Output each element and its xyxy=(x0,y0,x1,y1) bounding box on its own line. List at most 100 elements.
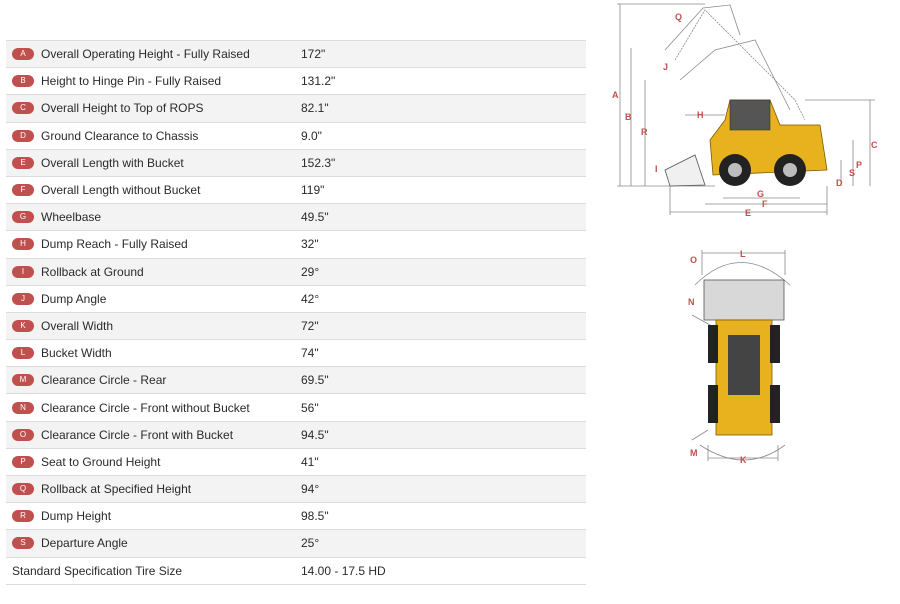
spec-label-cell: Standard Specification Tire Size xyxy=(6,564,301,578)
spec-letter-badge: K xyxy=(12,319,34,332)
skid-steer-side-icon xyxy=(664,99,828,187)
spec-letter-badge: H xyxy=(12,238,34,251)
skid-steer-top-icon xyxy=(703,279,785,436)
diagram-letter-d: D xyxy=(836,178,843,188)
spec-label: Clearance Circle - Front with Bucket xyxy=(41,427,234,442)
spec-label: Seat to Ground Height xyxy=(41,454,161,469)
spec-label-cell: M Clearance Circle - Rear xyxy=(6,373,301,387)
diagram-letter-k: K xyxy=(740,455,747,465)
spec-value: 25° xyxy=(301,536,320,551)
diagram-letter-r: R xyxy=(641,127,648,137)
spec-value: 74" xyxy=(301,346,319,361)
spec-label: Bucket Width xyxy=(41,346,112,361)
spec-row: C Overall Height to Top of ROPS 82.1" xyxy=(6,95,586,123)
diagram-letter-s: S xyxy=(849,168,855,178)
spec-label: Rollback at Ground xyxy=(41,264,144,279)
diagram-letter-e: E xyxy=(745,208,751,218)
spec-letter-badge: C xyxy=(12,102,34,115)
spec-letter-badge: D xyxy=(12,129,34,142)
spec-label-cell: R Dump Height xyxy=(6,509,301,523)
spec-label-cell: P Seat to Ground Height xyxy=(6,455,301,469)
spec-label: Overall Length without Bucket xyxy=(41,183,201,198)
spec-value: 82.1" xyxy=(301,101,329,116)
diagram-letter-o: O xyxy=(690,255,697,265)
spec-label: Dump Angle xyxy=(41,291,107,306)
spec-label: Clearance Circle - Rear xyxy=(41,373,167,388)
spec-label-cell: B Height to Hinge Pin - Fully Raised xyxy=(6,74,301,88)
spec-label-cell: D Ground Clearance to Chassis xyxy=(6,129,301,143)
spec-label: Standard Specification Tire Size xyxy=(12,563,183,578)
spec-label: Ground Clearance to Chassis xyxy=(41,128,199,143)
spec-value: 56" xyxy=(301,400,319,415)
spec-letter-badge: N xyxy=(12,401,34,414)
spec-label: Overall Width xyxy=(41,318,114,333)
spec-letter-badge: Q xyxy=(12,483,34,496)
spec-label: Departure Angle xyxy=(41,536,128,551)
diagram-letter-b: B xyxy=(625,112,632,122)
spec-letter-badge: E xyxy=(12,156,34,169)
spec-label-cell: H Dump Reach - Fully Raised xyxy=(6,237,301,251)
diagram-letter-c: C xyxy=(871,140,878,150)
spec-label: Rollback at Specified Height xyxy=(41,482,192,497)
spec-label-cell: J Dump Angle xyxy=(6,292,301,306)
spec-value: 94.5" xyxy=(301,427,329,442)
spec-row: S Departure Angle 25° xyxy=(6,530,586,558)
spec-letter-badge: G xyxy=(12,211,34,224)
spec-label: Dump Reach - Fully Raised xyxy=(41,237,188,252)
spec-row: B Height to Hinge Pin - Fully Raised 131.2… xyxy=(6,68,586,96)
spec-label-cell: K Overall Width xyxy=(6,319,301,333)
spec-row: O Clearance Circle - Front with Bucket 94.… xyxy=(6,421,586,449)
spec-letter-badge: L xyxy=(12,347,34,360)
spec-row: J Dump Angle 42° xyxy=(6,285,586,313)
spec-value: 29° xyxy=(301,264,320,279)
spec-value: 49.5" xyxy=(301,210,329,225)
spec-value: 131.2" xyxy=(301,74,336,89)
spec-letter-badge: R xyxy=(12,510,34,523)
spec-letter-badge: J xyxy=(12,292,34,305)
diagram-letter-l: L xyxy=(740,249,746,259)
spec-letter-badge: F xyxy=(12,184,34,197)
diagram-letter-a: A xyxy=(612,90,619,100)
spec-letter-badge: O xyxy=(12,428,34,441)
spec-row: N Clearance Circle - Front without Bucket… xyxy=(6,394,586,422)
spec-letter-badge: S xyxy=(12,537,34,550)
diagram-letter-i: I xyxy=(655,164,658,174)
spec-letter-badge: M xyxy=(12,374,34,387)
spec-label-cell: S Departure Angle xyxy=(6,536,301,550)
diagram-letter-h: H xyxy=(697,110,704,120)
spec-label-cell: N Clearance Circle - Front without Bucket xyxy=(6,401,301,415)
diagram-letter-m: M xyxy=(690,448,698,458)
spec-label: Height to Hinge Pin - Fully Raised xyxy=(41,74,222,89)
top-view-diagram: O L N M K xyxy=(688,249,791,465)
spec-value: 119" xyxy=(301,183,325,198)
diagram-letter-f: F xyxy=(762,199,768,209)
diagram-letter-g: G xyxy=(757,189,764,199)
spec-letter-badge: B xyxy=(12,75,34,88)
spec-value: 42° xyxy=(301,291,320,306)
spec-value: 152.3" xyxy=(301,155,336,170)
spec-label: Dump Height xyxy=(41,509,112,524)
spec-letter-badge: P xyxy=(12,455,34,468)
spec-value: 94° xyxy=(301,482,320,497)
spec-label-cell: C Overall Height to Top of ROPS xyxy=(6,101,301,115)
spec-value: 14.00 - 17.5 HD xyxy=(301,563,386,578)
side-view-diagram: Q J A B R H C P S D I G F E xyxy=(612,3,878,218)
diagram-letter-p: P xyxy=(856,160,862,170)
spec-label: Clearance Circle - Front without Bucket xyxy=(41,400,250,415)
diagram-letter-n: N xyxy=(688,297,695,307)
spec-row: Q Rollback at Specified Height 94° xyxy=(6,476,586,504)
spec-label: Overall Height to Top of ROPS xyxy=(41,101,204,116)
